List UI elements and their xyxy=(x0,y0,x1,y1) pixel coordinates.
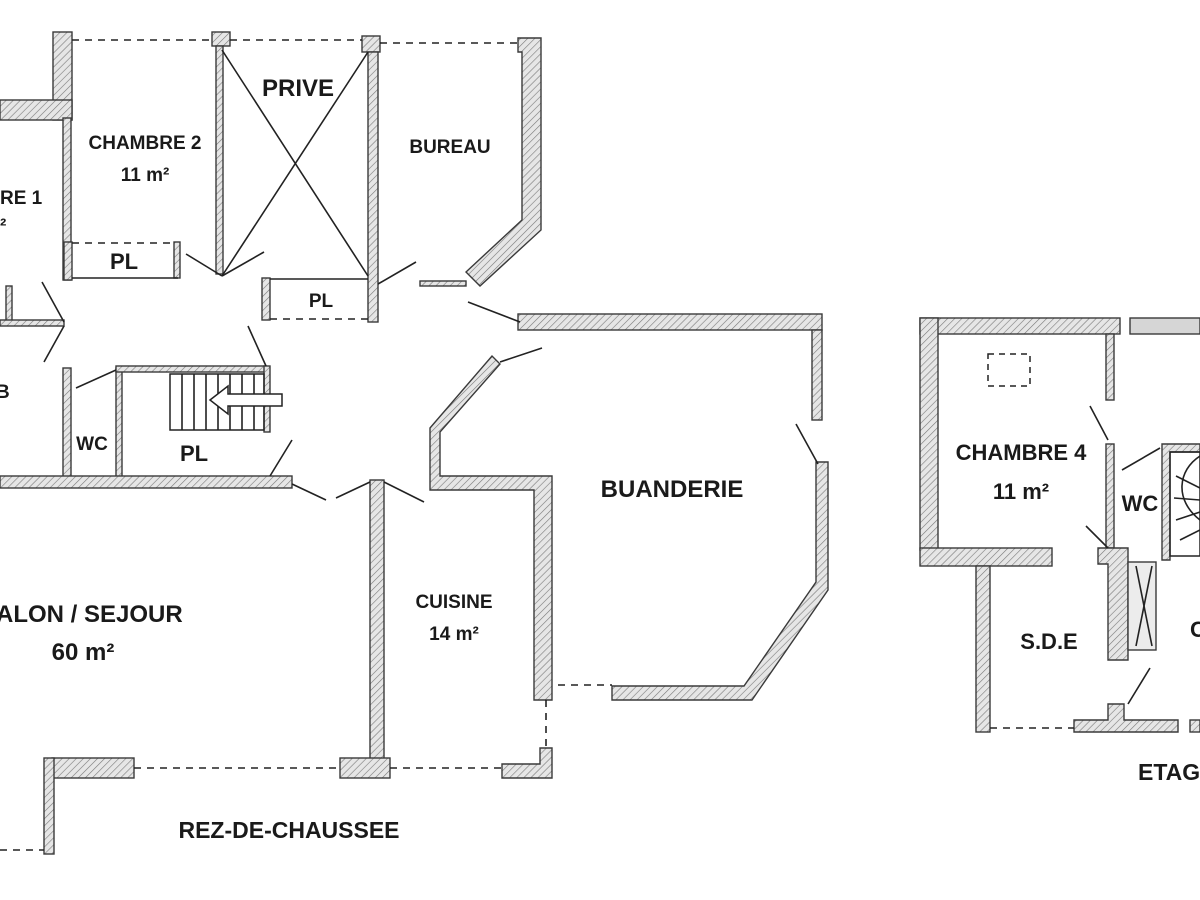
room-buanderie-label: BUANDERIE xyxy=(601,476,744,503)
room-labels: RE 1 ² CHAMBRE 2 11 m² PRIVE BUREAU PL P… xyxy=(0,75,1200,666)
room-sdb-label: B xyxy=(0,382,10,403)
floor-upper-label: ETAG xyxy=(1138,759,1200,785)
room-sde-label: S.D.E xyxy=(1020,629,1077,654)
upper-floor-walls xyxy=(919,317,1200,733)
room-chambre1-label: RE 1 xyxy=(0,188,43,209)
floor-labels: REZ-DE-CHAUSSEE ETAG xyxy=(178,759,1200,843)
room-chambre2-label: CHAMBRE 2 xyxy=(89,133,202,154)
room-wc-ground-label: WC xyxy=(76,434,108,455)
ground-floor-doors xyxy=(41,49,819,503)
room-salon-label: ALON / SEJOUR xyxy=(0,601,183,628)
stairs-upper xyxy=(1169,451,1200,557)
closet-stairs-label: PL xyxy=(180,441,208,466)
room-chambre4-area: 11 m² xyxy=(993,479,1049,504)
room-wc-upper-label: WC xyxy=(1122,491,1159,516)
stair-arrow-icon xyxy=(208,384,283,416)
ground-floor-walls xyxy=(0,31,829,855)
closet-chambre2-label: PL xyxy=(110,249,138,274)
room-chambre2-area: 11 m² xyxy=(121,165,170,186)
room-salon-area: 60 m² xyxy=(52,639,115,666)
ground-floor-openings xyxy=(0,39,612,851)
upper-floor-openings xyxy=(987,353,1161,729)
room-cuisine-area: 14 m² xyxy=(429,624,479,645)
room-prive-label: PRIVE xyxy=(262,75,334,102)
stairs-ground xyxy=(169,373,283,431)
room-bureau-label: BUREAU xyxy=(409,137,490,158)
room-cuisine-label: CUISINE xyxy=(415,592,492,613)
room-partial-right-label: C xyxy=(1190,617,1200,642)
floor-ground-label: REZ-DE-CHAUSSEE xyxy=(178,817,399,843)
closet-prive-label: PL xyxy=(309,291,334,312)
room-chambre4-label: CHAMBRE 4 xyxy=(956,440,1088,465)
room-chambre1-area: ² xyxy=(0,216,6,237)
